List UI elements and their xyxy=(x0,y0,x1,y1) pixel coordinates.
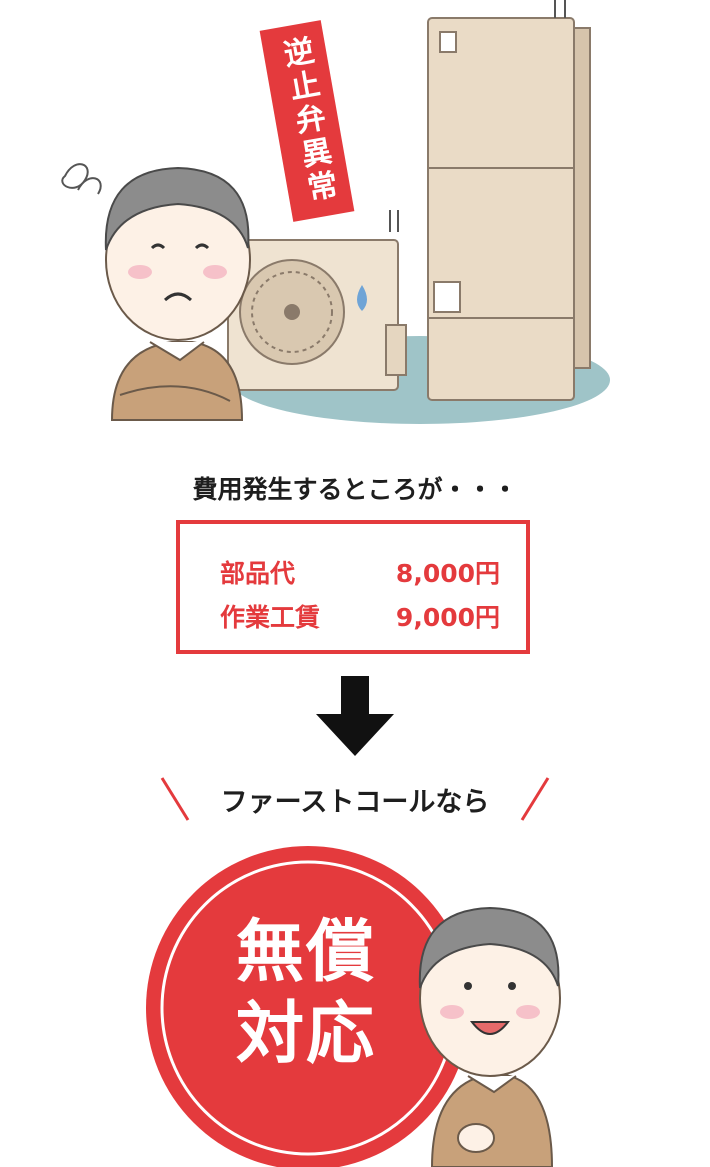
badge-text: 無償 対応 xyxy=(196,912,416,1076)
valve-error-tag-text: 逆止弁異常 xyxy=(275,34,340,208)
down-arrow-icon xyxy=(316,676,394,756)
badge-line-2: 対応 xyxy=(235,995,376,1074)
cost-label: 作業工賃 xyxy=(220,603,321,632)
cost-value: 9,000円 xyxy=(395,603,500,632)
cost-lead-text: 費用発生するところが・・・ xyxy=(192,475,518,504)
offer-heading: ファーストコールなら xyxy=(0,774,710,834)
happy-man xyxy=(418,906,561,1167)
offer-slash-decoration xyxy=(160,777,550,821)
cost-box: 部品代 8,000円 作業工賃 9,000円 xyxy=(176,520,530,654)
offer-text: ファーストコールなら xyxy=(220,787,490,818)
red-badge-circle xyxy=(146,846,470,1167)
badge-line-1: 無償 xyxy=(235,913,376,992)
troubled-man-water-heater-illustration xyxy=(61,0,610,424)
cost-label: 部品代 xyxy=(220,559,296,588)
hot-water-tank-unit xyxy=(427,0,591,401)
cost-value: 8,000円 xyxy=(395,559,500,588)
free-service-badge-illustration xyxy=(146,846,561,1167)
heat-pump-unit xyxy=(227,210,407,391)
worried-man xyxy=(61,163,251,421)
